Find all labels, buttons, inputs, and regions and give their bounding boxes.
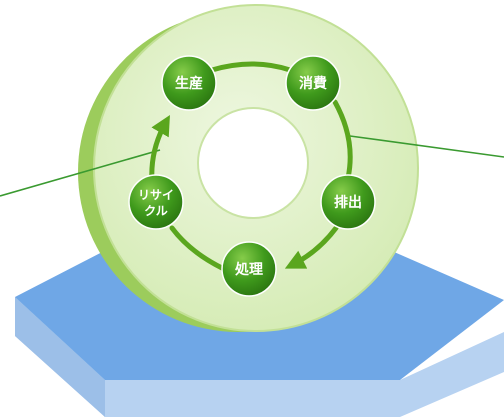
through-line-left xyxy=(0,149,161,197)
arrow-production-to-consumption xyxy=(209,61,293,73)
node-consumption-label: 消費 xyxy=(299,75,327,92)
node-treatment-label: 処理 xyxy=(234,261,263,278)
cycle-arrows xyxy=(149,61,353,271)
node-recycle-label-line2: クル xyxy=(144,204,168,218)
node-emission-label: 排出 xyxy=(334,194,362,211)
node-treatment: 処理 xyxy=(221,241,277,297)
node-production: 生産 xyxy=(161,55,217,111)
ring-hole xyxy=(197,107,309,219)
node-production-label: 生産 xyxy=(175,75,203,92)
through-line-right xyxy=(349,135,504,158)
hexagon-side-shade xyxy=(15,297,105,417)
node-emission: 排出 xyxy=(320,174,376,230)
node-consumption: 消費 xyxy=(285,55,341,111)
node-recycle-label-line1: リサイ xyxy=(138,188,174,202)
hexagon-side xyxy=(15,297,504,417)
arrow-emission-to-treatment xyxy=(284,225,339,269)
arrow-consumption-to-emission xyxy=(332,99,353,181)
arrow-treatment-to-recycle xyxy=(169,225,225,271)
node-recycle: リサイ クル xyxy=(128,174,184,230)
